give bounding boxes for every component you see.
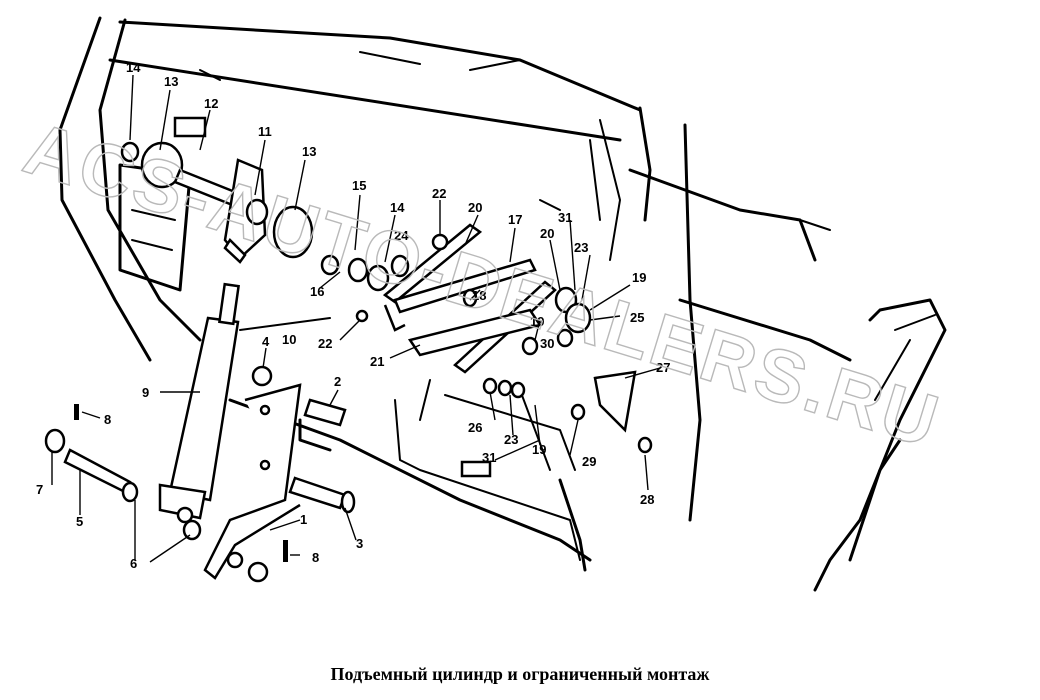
callout-11: 11: [258, 124, 272, 139]
callout-12: 12: [204, 96, 218, 111]
callout-27: 27: [656, 360, 670, 375]
callout-31b: 31: [558, 210, 572, 225]
callout-8b: 8: [312, 550, 319, 565]
callout-23b: 23: [504, 432, 518, 447]
callout-5: 5: [76, 514, 83, 529]
callout-3: 3: [356, 536, 363, 551]
lift-cylinder: [158, 282, 240, 524]
callout-26: 26: [468, 420, 482, 435]
callout-23a: 23: [574, 240, 588, 255]
callout-18: 18: [472, 288, 486, 303]
callout-22a: 22: [432, 186, 446, 201]
callout-1: 1: [300, 512, 307, 527]
callout-25: 25: [630, 310, 644, 325]
pin-assembly: [44, 404, 288, 562]
callout-24: 24: [394, 228, 409, 243]
callout-20a: 20: [468, 200, 482, 215]
linkage-upper: [120, 141, 314, 264]
callout-2: 2: [334, 374, 341, 389]
leader-lines: [51, 74, 661, 563]
callout-21: 21: [370, 354, 384, 369]
callout-31a: 31: [482, 450, 496, 465]
callout-6: 6: [130, 556, 137, 571]
callout-19b: 19: [530, 314, 544, 329]
cab-body: [58, 16, 852, 572]
callout-8a: 8: [104, 412, 111, 427]
callout-13b: 13: [302, 144, 316, 159]
callout-4: 4: [262, 334, 270, 349]
callout-22b: 22: [318, 336, 332, 351]
callout-29: 29: [582, 454, 596, 469]
callout-7: 7: [36, 482, 43, 497]
callout-28: 28: [640, 492, 654, 507]
linkage-right: [407, 280, 653, 478]
callout-13a: 13: [164, 74, 178, 89]
bracket-plate: [203, 383, 302, 580]
bolts: [226, 365, 356, 583]
callout-10: 10: [282, 332, 296, 347]
callout-14b: 14: [390, 200, 405, 215]
diagram-caption: Подъемный цилиндр и ограниченный монтаж: [330, 664, 710, 684]
callout-30: 30: [540, 336, 554, 351]
callout-14a: 14: [126, 60, 141, 75]
callout-numbers: 1 2 3 4 5 6 7 8 8 9 10 11 12 13 13 14 14…: [36, 60, 670, 571]
watermark: ACS-AUTO-DEALERS.RU: [15, 106, 950, 464]
linkage-middle: [320, 223, 537, 332]
callout-16: 16: [310, 284, 324, 299]
callout-20b: 20: [540, 226, 554, 241]
callout-19c: 19: [532, 442, 546, 457]
callout-17: 17: [508, 212, 522, 227]
callout-9: 9: [142, 385, 149, 400]
door-frame: [813, 298, 947, 592]
callout-19a: 19: [632, 270, 646, 285]
callout-15: 15: [352, 178, 366, 193]
